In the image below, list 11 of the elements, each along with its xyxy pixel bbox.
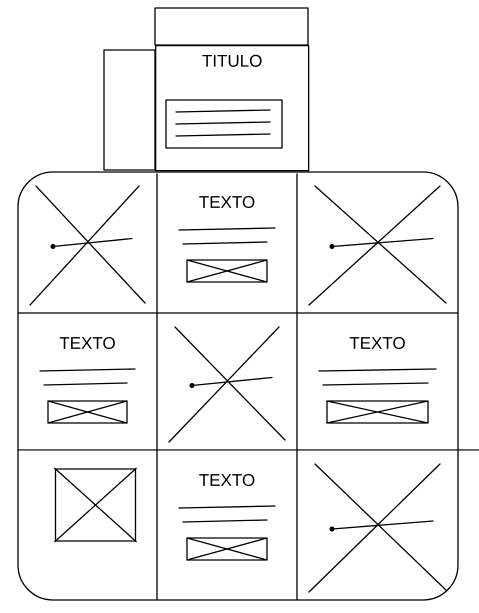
heading-text: TEXTO — [199, 196, 254, 208]
heading-text: TEXTO — [199, 474, 254, 486]
image-placeholder — [54, 468, 137, 542]
image-placeholder — [308, 185, 447, 306]
heading-text: TEXTO — [60, 336, 115, 350]
header-card: TITULO — [103, 7, 310, 172]
image-placeholder — [29, 185, 146, 306]
image-placeholder — [168, 326, 286, 443]
heading-text: TEXTO — [350, 336, 405, 350]
page-frame — [17, 171, 459, 601]
image-placeholder — [308, 463, 447, 593]
